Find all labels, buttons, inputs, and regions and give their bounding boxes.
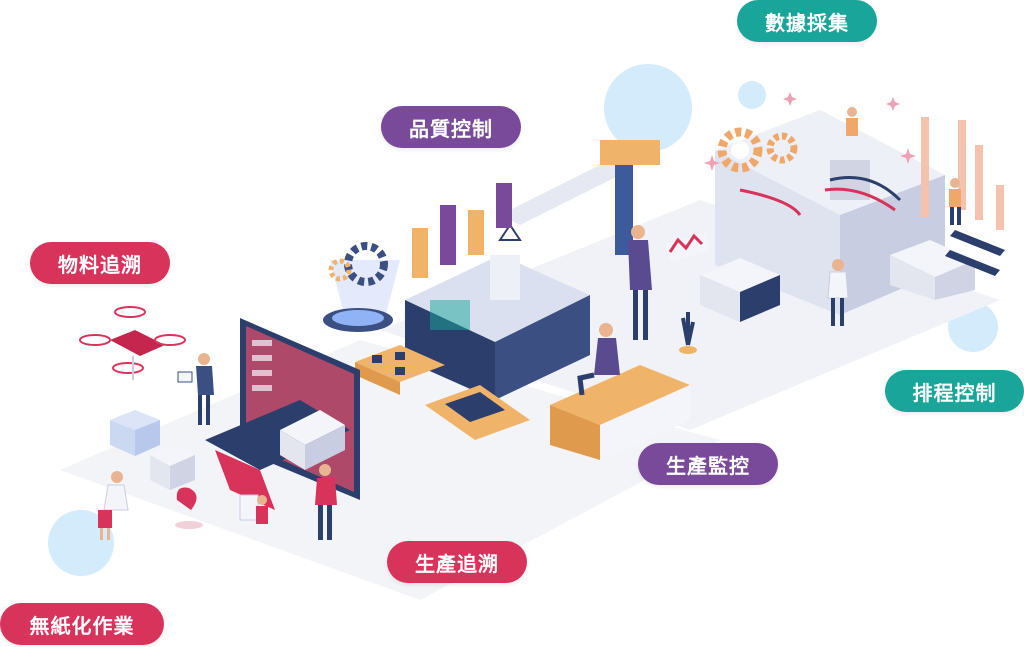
worker-figure	[628, 225, 652, 340]
location-pin-icon	[175, 487, 203, 529]
drone-icon	[79, 306, 186, 380]
decor-bubble	[738, 81, 766, 109]
label-scheduling-control: 排程控制	[885, 370, 1024, 412]
monitoring-bench	[550, 365, 690, 460]
label-paperless-operation: 無紙化作業	[0, 603, 164, 645]
label-quality-control: 品質控制	[381, 106, 521, 148]
solar-panels	[945, 230, 1005, 276]
bar-pillars	[921, 117, 1004, 230]
cargo-boxes	[110, 410, 195, 490]
worker-figure	[239, 494, 268, 524]
hologram-gear-icon	[323, 242, 400, 332]
label-data-collection: 數據採集	[737, 0, 877, 42]
label-material-tracing: 物料追溯	[30, 242, 170, 284]
chip-tray	[355, 345, 445, 395]
sparkle-decor	[704, 92, 916, 171]
plant-icon	[679, 312, 697, 354]
quality-machine	[405, 140, 660, 400]
decor-bubble	[48, 510, 114, 576]
server-box	[700, 240, 975, 322]
worker-figure	[577, 323, 620, 396]
worker-figure	[98, 471, 129, 540]
worker-figure	[827, 259, 849, 326]
worker-figure	[177, 353, 214, 425]
label-production-monitoring: 生產監控	[638, 443, 778, 485]
worker-figure	[949, 178, 961, 225]
worker-figure	[846, 107, 858, 136]
decor-bubble	[604, 64, 692, 152]
label-production-tracing: 生產追溯	[387, 541, 527, 583]
tracking-screen	[205, 318, 360, 510]
circuit-board	[425, 385, 530, 440]
gear-icon	[717, 127, 798, 173]
worker-figure	[315, 464, 337, 540]
bar-chart-graphic	[412, 183, 512, 278]
mini-bar-chart	[665, 232, 710, 262]
